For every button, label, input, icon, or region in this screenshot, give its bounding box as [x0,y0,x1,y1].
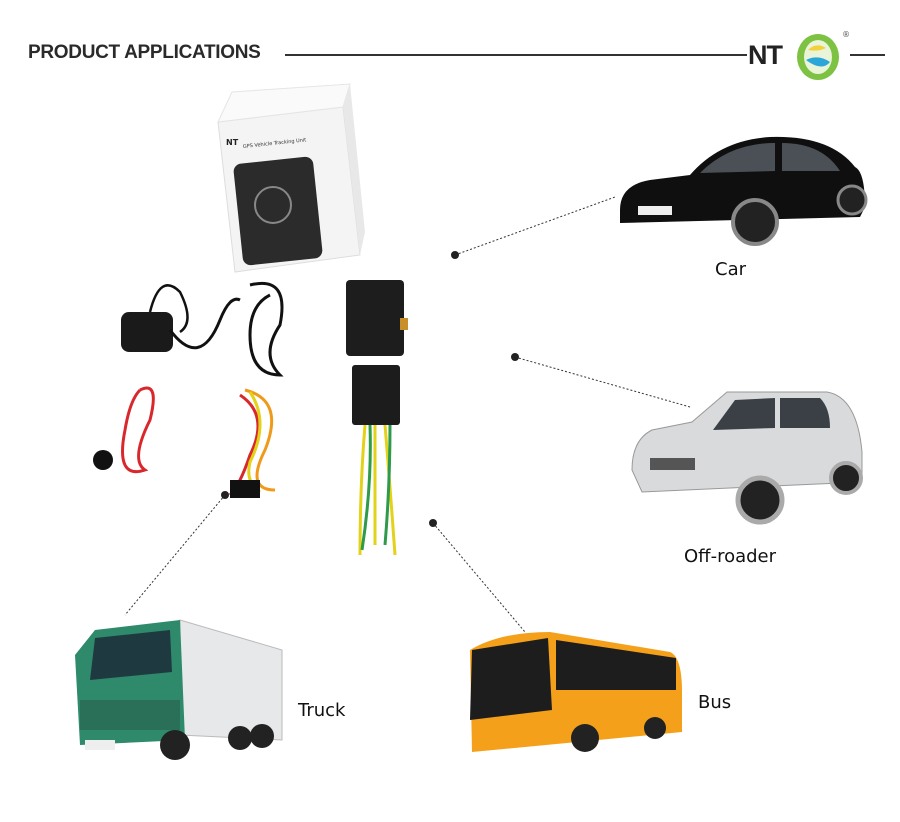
relay [352,365,400,556]
brand-logo-icon [797,34,839,80]
tracker-device [346,280,404,356]
label-truck: Truck [298,700,346,721]
bus-image [470,632,682,752]
section-title: PRODUCT APPLICATIONS [28,42,261,63]
truck-image [75,619,283,760]
product-box: NT GPS Vehicle Tracking Unit [217,83,365,273]
gps-antenna [121,284,241,352]
wire-harness [228,388,276,497]
label-car: Car [715,259,746,280]
power-wire [121,386,155,473]
cable-coil [248,282,284,377]
connector-dots [221,251,519,527]
registered-mark: ® [842,30,850,39]
car-image [620,136,868,246]
label-bus: Bus [698,692,732,713]
connector-lines [124,196,691,633]
label-off-roader: Off-roader [684,546,777,567]
brand-logo-text: NT [748,40,783,70]
off-roader-image [631,391,863,525]
header-divider [285,54,747,56]
header-divider-right [850,54,885,56]
svg-text:NT: NT [226,138,239,147]
